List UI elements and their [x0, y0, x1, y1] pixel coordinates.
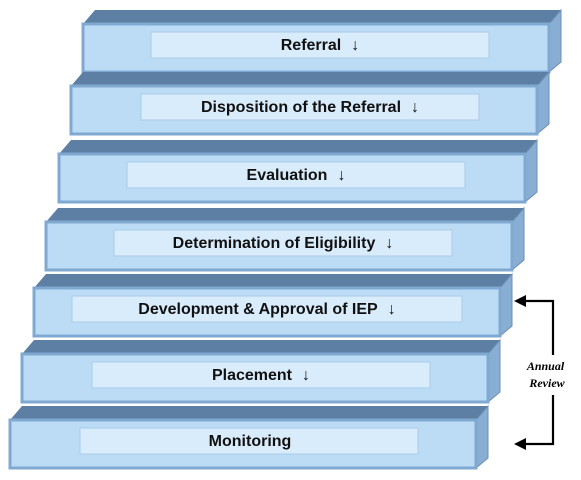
- step-top-face: [34, 274, 512, 288]
- step-label: Evaluation↓: [247, 167, 346, 184]
- step-top-face: [10, 406, 488, 420]
- step-determination-of-eligibility: Determination of Eligibility↓: [44, 206, 525, 272]
- step-label: Referral↓: [281, 37, 359, 54]
- step-top-face: [83, 10, 561, 24]
- step-label-box: [140, 93, 480, 121]
- step-development-approval-of-iep: Development & Approval of IEP↓: [32, 272, 513, 338]
- step-label-box: [79, 427, 419, 455]
- step-label: Determination of Eligibility↓: [173, 235, 394, 252]
- step-top-face: [22, 340, 500, 354]
- step-label-box: [91, 361, 431, 389]
- arrow-left-icon: [514, 295, 526, 307]
- arrow-left-icon: [514, 438, 526, 450]
- step-label: Development & Approval of IEP↓: [138, 301, 395, 318]
- step-label: Monitoring: [209, 433, 292, 450]
- step-monitoring: Monitoring: [8, 404, 489, 470]
- step-evaluation: Evaluation↓: [57, 138, 538, 204]
- annual-review-label: Annual Review: [526, 359, 567, 390]
- annual-review-bracket: Annual Review: [514, 295, 577, 450]
- step-top-face: [46, 208, 524, 222]
- step-label-box: [113, 229, 453, 257]
- step-label-box: [126, 161, 466, 189]
- step-label-box: [150, 31, 490, 59]
- step-label: Placement↓: [212, 367, 310, 384]
- step-top-face: [59, 140, 537, 154]
- step-referral: Referral↓: [81, 8, 562, 74]
- step-top-face: [71, 72, 549, 86]
- step-disposition-of-the-referral: Disposition of the Referral↓: [69, 70, 550, 136]
- annual-review-label-bg: [517, 355, 577, 395]
- step-label-box: [71, 295, 463, 323]
- step-label: Disposition of the Referral↓: [201, 99, 419, 116]
- step-placement: Placement↓: [20, 338, 501, 404]
